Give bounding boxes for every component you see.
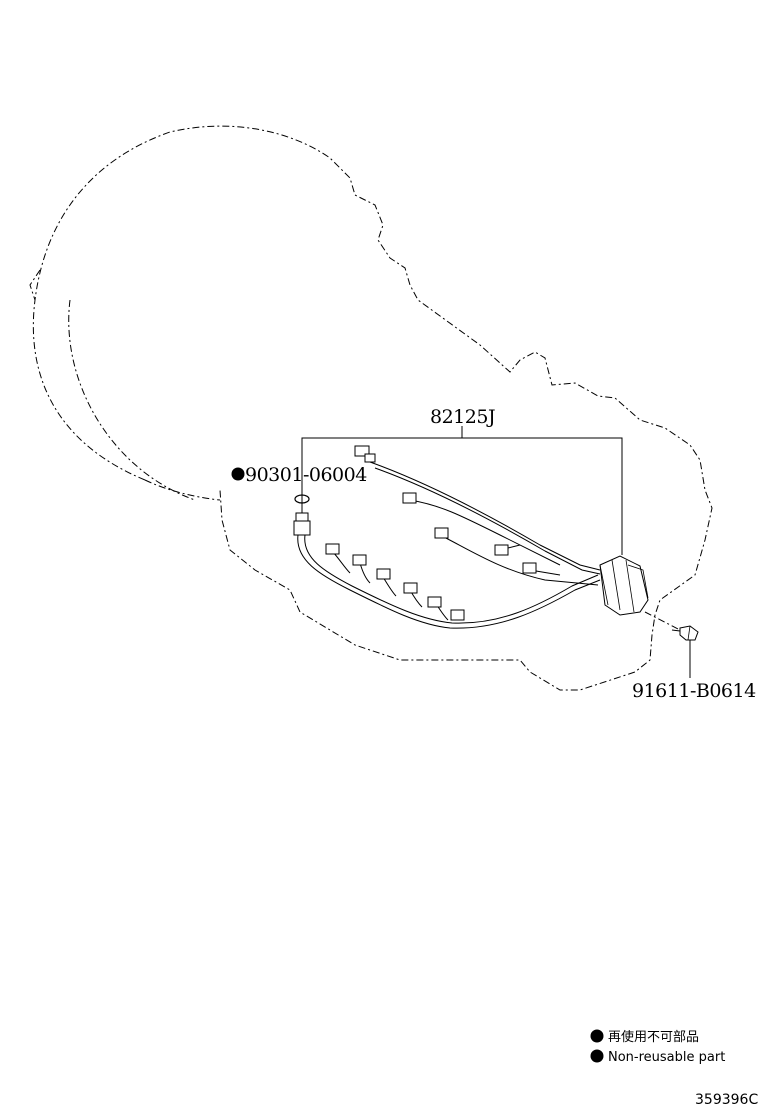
bolt-leader-dashed <box>644 611 685 633</box>
part-label-gasket: 90301-06004 <box>245 464 367 486</box>
legend-text-ja: 再使用不可部品 <box>608 1029 699 1045</box>
non-reusable-marker-icon <box>231 467 245 481</box>
legend-text-en: Non-reusable part <box>608 1050 725 1065</box>
bolt-icon <box>671 625 699 641</box>
harness-leader <box>301 426 623 555</box>
harness-connectors <box>325 445 537 621</box>
wire-harness <box>297 461 601 629</box>
part-label-harness: 82125J <box>430 406 495 428</box>
legend-marker-icon <box>590 1049 604 1063</box>
transmission-lower-edge <box>68 299 196 501</box>
main-connector <box>599 555 649 616</box>
transmission-outline <box>32 125 713 691</box>
legend-marker-icon <box>590 1029 604 1043</box>
legend: 再使用不可部品 Non-reusable part <box>590 1029 725 1065</box>
solenoid-connector <box>293 508 311 536</box>
transmission-left-flange <box>29 269 41 301</box>
transmission-inner-edge <box>144 479 221 501</box>
gasket-ring <box>294 494 310 504</box>
figure-number: 359396C <box>695 1092 758 1108</box>
part-label-bolt: 91611-B0614 <box>632 680 756 702</box>
